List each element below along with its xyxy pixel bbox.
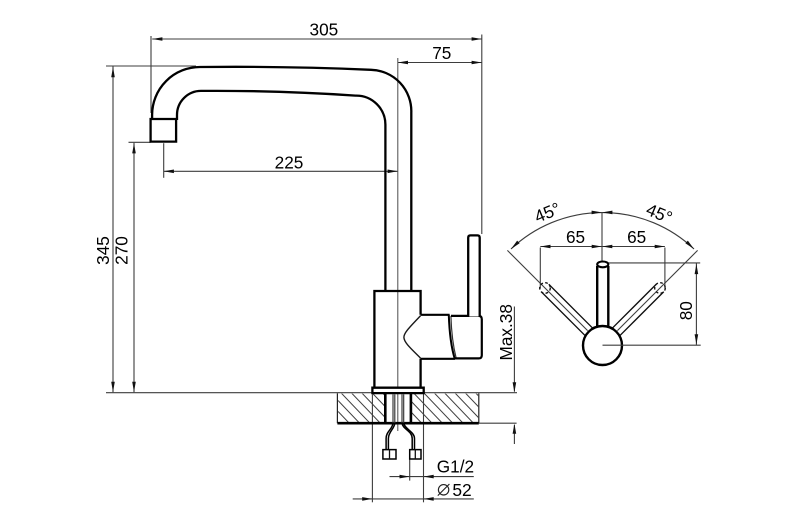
svg-text:225: 225 [275,152,304,172]
svg-text:80: 80 [676,301,696,320]
svg-text:Max.38: Max.38 [496,304,516,360]
svg-text:270: 270 [111,236,131,265]
svg-text:75: 75 [432,43,451,63]
svg-text:65: 65 [627,227,646,247]
svg-text:G1/2: G1/2 [437,456,474,476]
svg-text:65: 65 [566,227,585,247]
svg-text:345: 345 [93,236,113,265]
svg-text:305: 305 [310,19,339,39]
svg-text:52: 52 [452,480,471,500]
